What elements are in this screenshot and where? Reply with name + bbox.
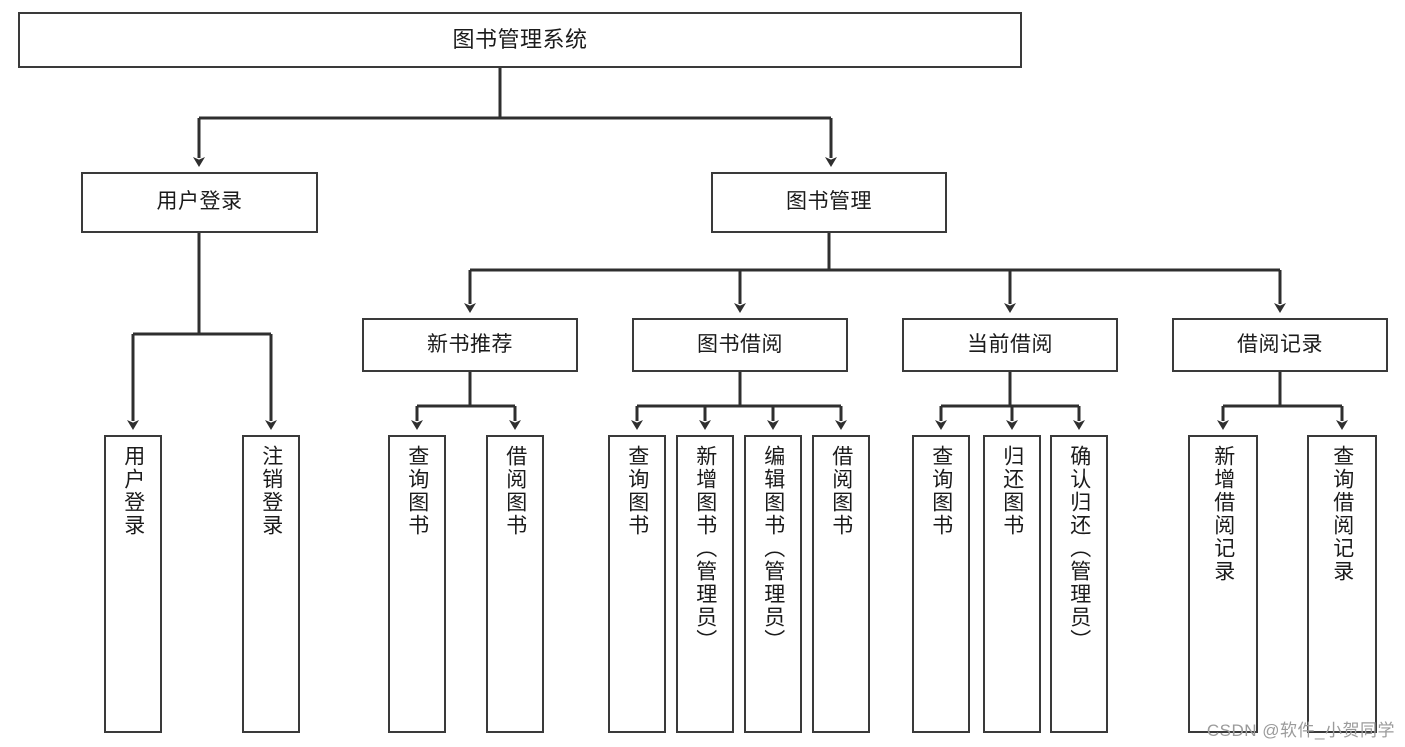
- node-label: 借阅图书: [503, 445, 527, 537]
- node-label: 注销登录: [259, 445, 283, 537]
- node-label: 新增借阅记录: [1211, 445, 1235, 583]
- node-label: 新增图书（管理员）: [693, 445, 717, 652]
- leaf-confirm-return-admin[interactable]: 确认归还（管理员）: [1050, 435, 1108, 733]
- leaf-logout[interactable]: 注销登录: [242, 435, 300, 733]
- leaf-add-book-admin[interactable]: 新增图书（管理员）: [676, 435, 734, 733]
- node-label: 图书管理: [786, 190, 872, 214]
- leaf-query-borrow-record[interactable]: 查询借阅记录: [1307, 435, 1377, 733]
- node-current-borrow[interactable]: 当前借阅: [902, 318, 1118, 372]
- leaf-return-books[interactable]: 归还图书: [983, 435, 1041, 733]
- node-book-borrow[interactable]: 图书借阅: [632, 318, 848, 372]
- leaf-borrow-books-borrow[interactable]: 借阅图书: [812, 435, 870, 733]
- node-label: 新书推荐: [427, 332, 513, 356]
- node-label: 用户登录: [156, 190, 243, 214]
- node-label: 查询借阅记录: [1330, 445, 1354, 583]
- node-label: 归还图书: [1000, 445, 1024, 537]
- node-label: 查询图书: [929, 445, 953, 537]
- leaf-query-books-current[interactable]: 查询图书: [912, 435, 970, 733]
- node-label: 借阅图书: [829, 445, 853, 537]
- leaf-user-login[interactable]: 用户登录: [104, 435, 162, 733]
- node-borrow-records[interactable]: 借阅记录: [1172, 318, 1388, 372]
- node-label: 查询图书: [405, 445, 429, 537]
- node-label: 当前借阅: [967, 332, 1053, 356]
- node-root-system[interactable]: 图书管理系统: [18, 12, 1022, 68]
- leaf-query-books-recommendation[interactable]: 查询图书: [388, 435, 446, 733]
- csdn-watermark: CSDN @软件_小贺同学: [1206, 721, 1395, 740]
- node-label: 借阅记录: [1237, 332, 1323, 356]
- node-label: 确认归还（管理员）: [1067, 445, 1091, 652]
- node-user-login[interactable]: 用户登录: [81, 172, 318, 233]
- node-label: 图书管理系统: [452, 27, 588, 53]
- leaf-add-borrow-record[interactable]: 新增借阅记录: [1188, 435, 1258, 733]
- leaf-borrow-books-recommendation[interactable]: 借阅图书: [486, 435, 544, 733]
- node-label: 图书借阅: [697, 332, 783, 356]
- node-label: 编辑图书（管理员）: [761, 445, 785, 652]
- node-label: 用户登录: [121, 445, 145, 537]
- node-label: 查询图书: [625, 445, 649, 537]
- leaf-query-books-borrow[interactable]: 查询图书: [608, 435, 666, 733]
- node-book-management[interactable]: 图书管理: [711, 172, 947, 233]
- node-new-book-recommendation[interactable]: 新书推荐: [362, 318, 578, 372]
- leaf-edit-book-admin[interactable]: 编辑图书（管理员）: [744, 435, 802, 733]
